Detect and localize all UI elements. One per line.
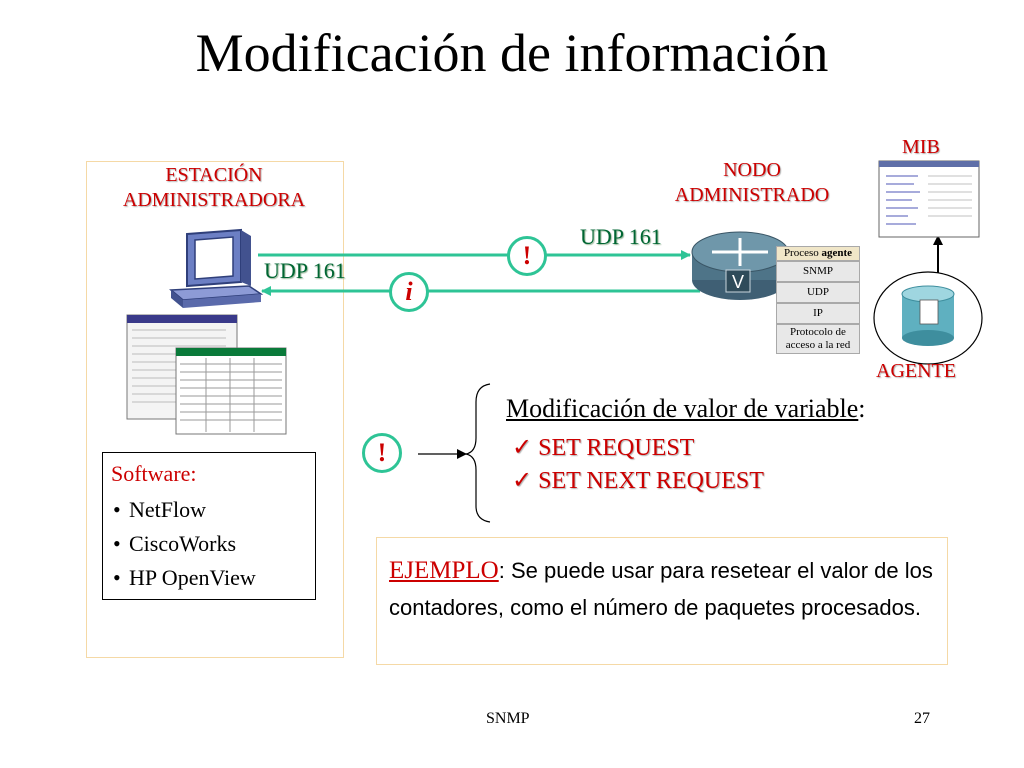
station-label: ESTACIÓN ADMINISTRADORA [86,163,342,213]
station-label-line2: ADMINISTRADORA [122,189,306,211]
router-icon: V [691,231,789,300]
udp-label-left: UDP 161 [264,258,346,283]
example-box: EJEMPLO: Se puede usar para resetear el … [376,537,948,665]
software-screenshots-image [126,314,287,435]
page-number: 27 [914,710,930,727]
software-title: Software: [111,461,197,486]
stack-header: Proceso agente [776,246,860,261]
page-title: Modificación de información [195,23,829,83]
agent-label: AGENTE [876,360,956,382]
workstation-icon [169,228,264,308]
info-icon: i [389,272,429,312]
software-list: NetFlow CiscoWorks HP OpenView [113,493,256,595]
node-label-line2: ADMINISTRADO [674,184,830,206]
software-box: Software: NetFlow CiscoWorks HP OpenView [102,452,316,600]
footer-label: SNMP [486,710,530,727]
software-item-ciscoworks: CiscoWorks [113,527,256,561]
modification-title: Modificación de valor de variable: [506,394,866,423]
software-item-hp-openview: HP OpenView [113,561,256,595]
node-label-line1: NODO [723,159,781,181]
software-item-netflow: NetFlow [113,493,256,527]
mib-document-image [878,160,980,238]
station-label-line1: ESTACIÓN [165,164,263,186]
example-label: EJEMPLO [389,557,499,584]
alert-icon: ! [507,236,547,276]
check-icon: ✓ [512,435,533,461]
station-panel [86,161,344,658]
router-letter: V [732,272,744,292]
agent-database-icon [873,271,983,365]
stack-layer-snmp: SNMP [776,261,860,282]
example-body: : Se puede usar para resetear el valor d… [389,558,933,620]
udp-label-right: UDP 161 [580,224,662,249]
modification-item-set-request: ✓ SET REQUEST [512,435,695,461]
stack-layer-access: Protocolo de acceso a la red [776,324,860,354]
check-icon: ✓ [512,468,533,494]
example-text: EJEMPLO: Se puede usar para resetear el … [389,552,939,626]
node-label: NODO ADMINISTRADO [640,158,864,208]
alert-icon-secondary: ! [362,433,402,473]
modification-list: ✓ SET REQUEST ✓ SET NEXT REQUEST [512,432,764,498]
protocol-stack: Proceso agente SNMP UDP IP Protocolo de … [776,246,860,354]
stack-layer-udp: UDP [776,282,860,303]
modification-item-set-next-request: ✓ SET NEXT REQUEST [512,468,764,494]
stack-layer-ip: IP [776,303,860,324]
mib-label: MIB [902,136,940,158]
brace [465,383,491,523]
